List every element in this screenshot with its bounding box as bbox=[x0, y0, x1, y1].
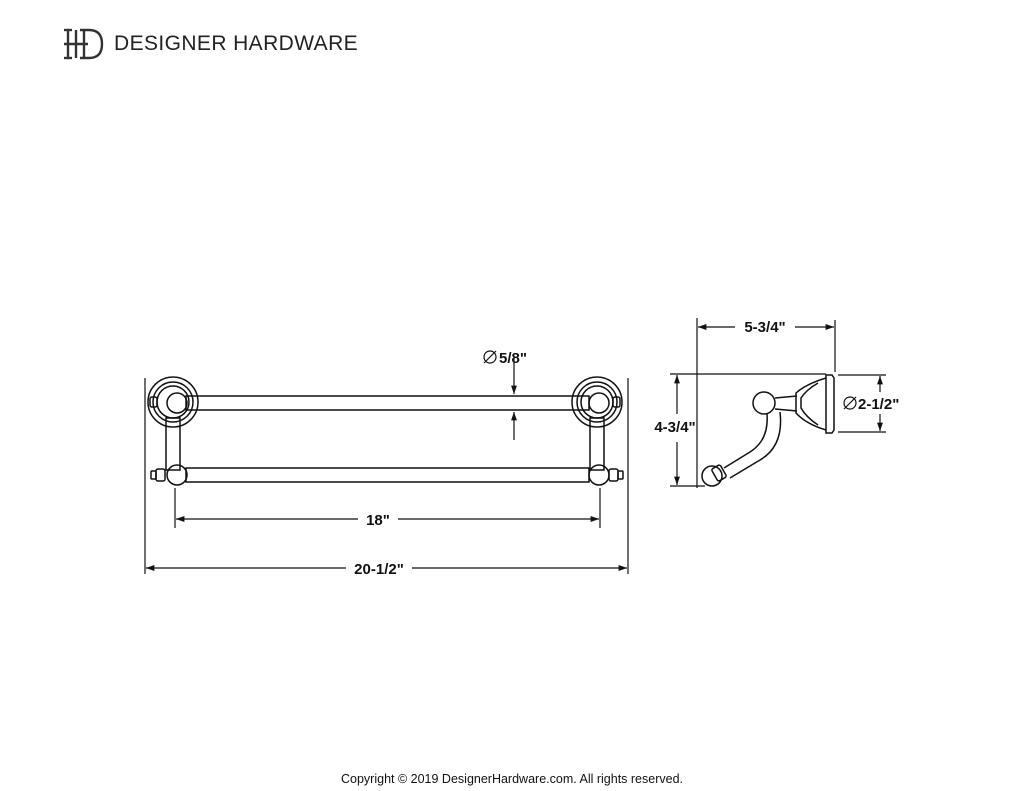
dh-monogram-logo-icon bbox=[64, 28, 104, 60]
diameter-symbol-icon bbox=[483, 350, 497, 364]
front-view-dimensions bbox=[144, 350, 629, 574]
towel-bar-front-view bbox=[147, 376, 624, 486]
projection-label: 5-3/4" bbox=[744, 319, 785, 336]
overall-width-label: 20-1/2" bbox=[354, 561, 404, 578]
base-diameter-label: 2-1/2" bbox=[858, 396, 899, 413]
upper-towel-bar bbox=[185, 395, 590, 411]
right-wall-post bbox=[571, 376, 624, 486]
side-view-dimensions bbox=[670, 318, 886, 488]
bar-diameter-label: 5/8" bbox=[499, 350, 527, 367]
diameter-symbol-icon bbox=[843, 396, 857, 410]
lower-towel-bar bbox=[185, 467, 590, 483]
copyright-footer: Copyright © 2019 DesignerHardware.com. A… bbox=[341, 772, 683, 786]
inner-width-label: 18" bbox=[366, 512, 390, 529]
towel-bar-side-view bbox=[701, 374, 835, 487]
left-wall-post bbox=[147, 376, 199, 486]
brand-header: DESIGNER HARDWARE bbox=[62, 26, 358, 62]
brand-name: DESIGNER HARDWARE bbox=[114, 32, 359, 55]
height-label: 4-3/4" bbox=[654, 419, 695, 436]
